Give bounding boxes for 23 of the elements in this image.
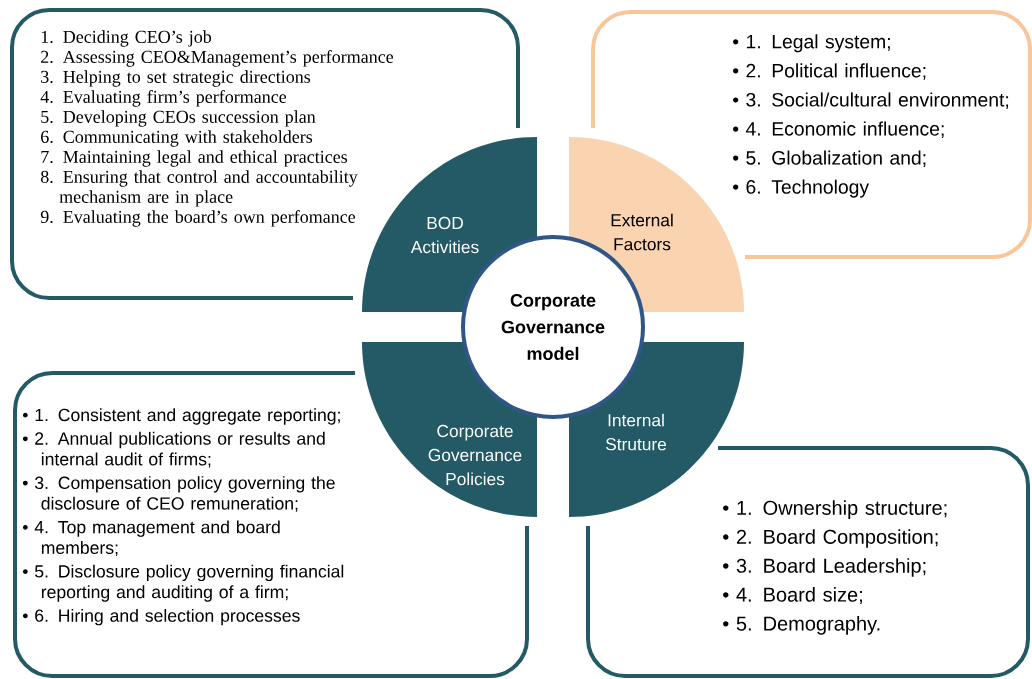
list-item: 1. Deciding CEO’s job	[41, 30, 212, 47]
list-item: • 2. Political influence;	[733, 63, 926, 80]
list-item: • 3. Compensation policy governing the disclosure of CEO remuneration;	[22, 476, 335, 512]
list-item: 2. Assessing CEO&Management’s performance	[41, 50, 394, 67]
list-item: 6. Communicating with stakeholders	[41, 130, 313, 147]
list-item: • 4. Board size;	[723, 587, 862, 605]
list-item: • 2. Annual publications or results and internal audit of firms;	[22, 431, 325, 468]
list-item: • 3. Board Leadership;	[723, 558, 926, 577]
list-item: 4. Evaluating firm’s performance	[40, 90, 287, 107]
list-item: • 4. Top management and board members;	[22, 520, 280, 557]
list-item: • 5. Demography.	[723, 616, 880, 635]
list-item: • 6. Hiring and selection processes	[22, 608, 300, 626]
list-item: 9. Evaluating the board’s own perfomance	[40, 210, 356, 227]
list-item: • 5. Disclosure policy governing financial reporting and auditing of a firm;	[22, 564, 344, 602]
list-item: • 3. Social/cultural environment;	[733, 92, 1009, 109]
list-item: 5. Developing CEOs succession plan	[41, 110, 316, 127]
list-item: • 1. Legal system;	[733, 34, 890, 53]
list-item: 8. Ensuring that control and accountability mechanism are in place	[40, 170, 358, 207]
list-item: 3. Helping to set strategic directions	[41, 70, 311, 87]
list-item: 7. Maintaining legal and ethical practices	[41, 150, 348, 167]
list-item: • 2. Board Composition;	[723, 529, 938, 548]
list-item: • 4. Economic influence;	[733, 121, 944, 138]
list-item: • 1. Consistent and aggregate reporting;	[22, 408, 340, 425]
